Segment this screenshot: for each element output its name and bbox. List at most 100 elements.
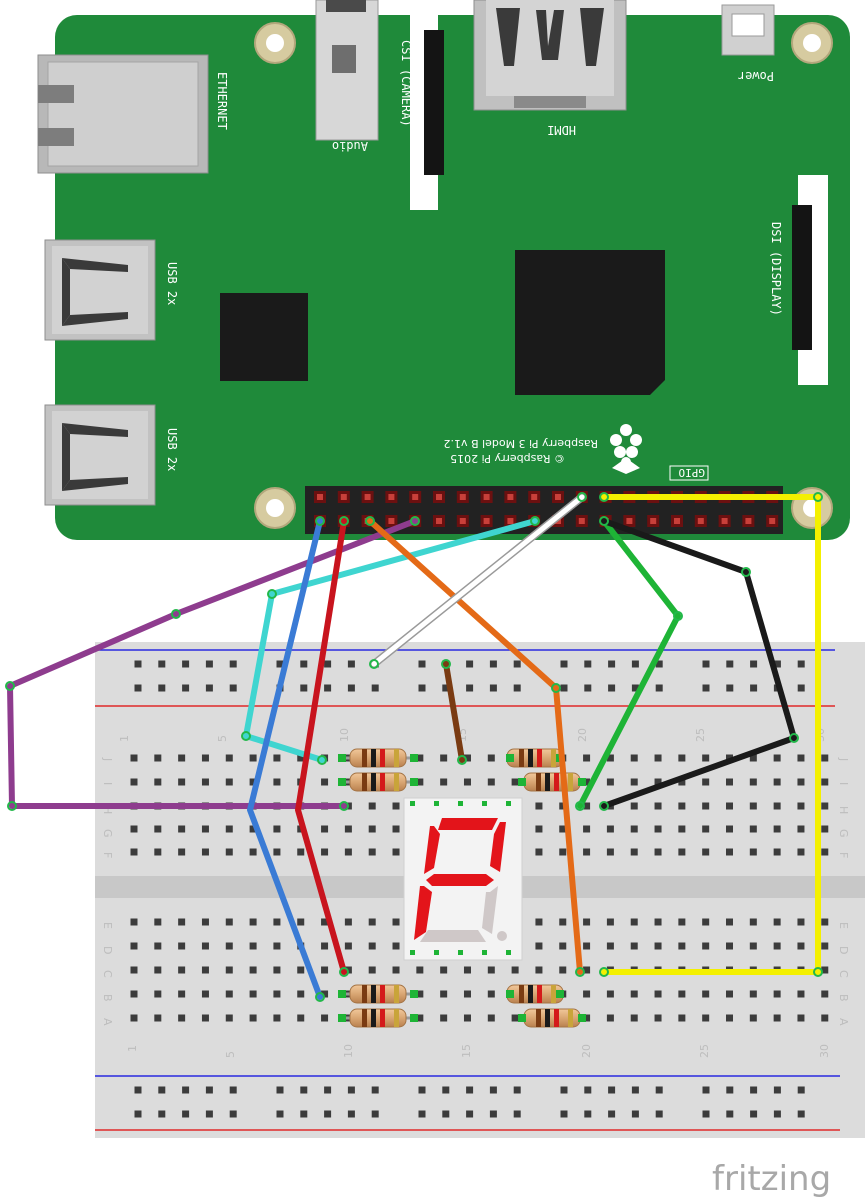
breadboard-hole — [559, 825, 567, 833]
breadboard-hole — [726, 1014, 733, 1022]
resistor — [338, 748, 418, 768]
breadboard-hole — [606, 990, 614, 998]
wire-endpoint — [789, 733, 799, 743]
breadboard-hole — [392, 825, 400, 833]
wire-endpoint — [457, 755, 467, 765]
row-label-right: B — [837, 994, 850, 1002]
breadboard-hole — [249, 918, 257, 926]
rail-hole — [347, 684, 355, 692]
breadboard-hole — [368, 966, 376, 974]
breadboard-hole — [797, 802, 805, 810]
breadboard-hole — [130, 754, 138, 762]
row-label-left: F — [101, 852, 114, 858]
breadboard-hole — [130, 848, 138, 856]
breadboard-hole — [702, 990, 710, 998]
breadboard-hole — [368, 918, 376, 926]
wires — [7, 493, 821, 1000]
rail-hole — [797, 1086, 805, 1094]
col-number-bottom: 10 — [342, 1044, 355, 1058]
csi-label: CSI (CAMERA) — [399, 40, 413, 127]
segment-g — [426, 874, 494, 886]
wire-endpoint — [365, 516, 375, 526]
segment-b — [490, 822, 506, 872]
breadboard-hole — [321, 848, 329, 856]
breadboard-hole — [201, 848, 209, 856]
csi-camera-connector — [410, 15, 444, 210]
rail-hole — [134, 660, 142, 668]
breadboard-hole — [630, 918, 638, 926]
breadboard-hole — [440, 990, 448, 998]
row-label-left: A — [101, 1018, 114, 1026]
breadboard-hole — [583, 1014, 591, 1022]
breadboard-hole — [821, 778, 829, 786]
rail-hole — [229, 1110, 237, 1118]
breadboard-hole — [749, 778, 757, 786]
row-label-left: D — [101, 946, 114, 954]
rail-hole — [489, 684, 497, 692]
breadboard-hole — [463, 1014, 471, 1022]
rail-hole — [371, 1086, 379, 1094]
breadboard-hole — [654, 778, 662, 786]
rail-hole — [158, 660, 166, 668]
breadboard-hole — [606, 1014, 614, 1022]
wire-endpoint — [741, 567, 751, 577]
rail-hole — [608, 684, 616, 692]
breadboard-hole — [821, 942, 829, 950]
breadboard-hole — [368, 802, 376, 810]
dsi-display-connector — [792, 175, 828, 385]
breadboard-hole — [606, 848, 614, 856]
dsi-label: DSI (DISPLAY) — [769, 222, 783, 316]
rail-hole — [418, 1110, 426, 1118]
breadboard-hole — [726, 778, 733, 786]
breadboard-hole — [654, 848, 662, 856]
breadboard-hole — [630, 848, 638, 856]
wire-endpoint — [267, 589, 277, 599]
breadboard-hole — [130, 918, 138, 926]
segment-c — [482, 886, 498, 934]
rail-hole — [347, 660, 355, 668]
breadboard-hole — [821, 990, 829, 998]
rail-hole — [608, 1110, 616, 1118]
row-label-left: J — [101, 757, 114, 761]
rail-hole — [513, 660, 521, 668]
wire-endpoint — [410, 516, 420, 526]
breadboard-hole — [368, 848, 376, 856]
breadboard-hole — [630, 754, 638, 762]
rail-hole — [773, 660, 781, 668]
rail-hole — [655, 1110, 663, 1118]
breadboard-hole — [273, 1014, 281, 1022]
wire-purple — [7, 518, 418, 809]
rail-hole — [158, 1086, 166, 1094]
rail-hole — [371, 1110, 379, 1118]
breadboard-hole — [154, 825, 162, 833]
rail-hole — [631, 1110, 639, 1118]
breadboard-hole — [225, 918, 233, 926]
breadboard-hole — [463, 990, 471, 998]
rail-hole — [797, 660, 805, 668]
wire-endpoint — [315, 992, 325, 1002]
model-line2: © Raspberry Pi 2015 — [450, 452, 565, 465]
breadboard-hole — [368, 825, 376, 833]
breadboard-hole — [225, 825, 233, 833]
rail-hole — [324, 660, 332, 668]
breadboard-hole — [416, 990, 424, 998]
rail-hole — [229, 684, 237, 692]
rail-hole — [347, 1110, 355, 1118]
resistor — [338, 772, 418, 792]
breadboard-hole — [654, 942, 662, 950]
breadboard-hole — [821, 848, 829, 856]
breadboard-hole — [678, 1014, 686, 1022]
usb-port-bottom — [44, 404, 156, 506]
rail-hole — [750, 1086, 758, 1094]
rail-hole — [726, 1086, 734, 1094]
segment-f — [424, 826, 440, 874]
rail-hole — [489, 660, 497, 668]
breadboard-hole — [321, 825, 329, 833]
segment-a — [438, 818, 498, 830]
rail-hole — [418, 660, 426, 668]
breadboard-hole — [702, 754, 710, 762]
breadboard-hole — [201, 825, 209, 833]
breadboard-hole — [702, 848, 710, 856]
rail-hole — [726, 1110, 734, 1118]
breadboard-hole — [201, 966, 209, 974]
